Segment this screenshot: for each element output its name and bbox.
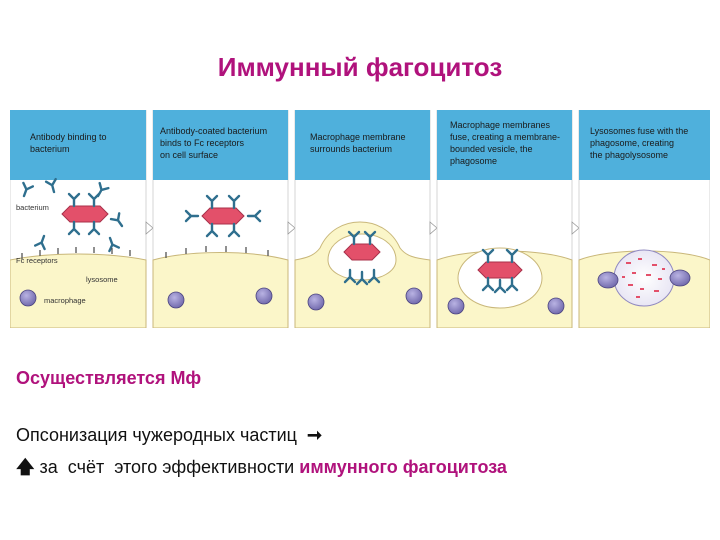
panel-5-label-line-1: Lysosomes fuse with the	[590, 126, 688, 136]
panel-2-label-line-2: binds to Fc receptors	[160, 138, 245, 148]
step-arrow-icon	[571, 221, 580, 235]
panel-5-label-line-3: the phagolysosome	[590, 150, 668, 160]
page-title: Иммунный фагоцитоз	[217, 52, 503, 82]
arrow-up-icon: 🡅	[16, 457, 35, 477]
bacterium-label: bacterium	[16, 203, 49, 212]
panel-5-label-line-2: phagosome, creating	[590, 138, 674, 148]
phagocytosis-diagram: Antibody binding to bacterium bacterium …	[10, 110, 710, 328]
panel-1-label-line-1: Antibody binding to	[30, 132, 107, 142]
panel-1: Antibody binding to bacterium bacterium …	[10, 110, 147, 328]
panel-5: Lysosomes fuse with the phagosome, creat…	[578, 110, 710, 328]
panel-4: Macrophage membranes fuse, creating a me…	[436, 110, 573, 328]
lysosome-icon	[307, 293, 325, 311]
lysosome-icon	[255, 287, 273, 305]
panel-1-label-line-2: bacterium	[30, 144, 70, 154]
panel-4-label-line-2: fuse, creating a membrane-	[450, 132, 560, 142]
step-arrow-icon	[145, 221, 154, 235]
body-line-2: 🡅 за счёт этого эффективности иммунного …	[16, 455, 507, 485]
lysosome-icon	[167, 291, 185, 309]
panel-3-label-line-1: Macrophage membrane	[310, 132, 406, 142]
lysosome-icon	[547, 297, 565, 315]
panel-3: Macrophage membrane surrounds bacterium	[294, 110, 431, 328]
panel-2-label-line-1: Antibody-coated bacterium	[160, 126, 267, 136]
macrophage-label: macrophage	[44, 296, 86, 305]
body-heading: Осуществляется Мф	[16, 368, 202, 388]
body-line-2-highlight: иммунного фагоцитоза	[299, 457, 507, 477]
panel-4-label-line-1: Macrophage membranes	[450, 120, 551, 130]
panel-4-label-line-4: phagosome	[450, 156, 497, 166]
panel-2: Antibody-coated bacterium binds to Fc re…	[152, 110, 289, 328]
lysosome-icon	[19, 289, 37, 307]
panel-4-label-line-3: bounded vesicle, the	[450, 144, 533, 154]
body-line-1: Опсонизация чужеродных частиц ➞	[16, 425, 322, 446]
body-line-2-text: за счёт этого эффективности	[34, 457, 300, 477]
lysosome-icon	[447, 297, 465, 315]
panel-3-label-line-2: surrounds bacterium	[310, 144, 392, 154]
lysosome-label: lysosome	[86, 275, 118, 284]
fc-receptors-label: Fc receptors	[16, 256, 58, 265]
lysosome-icon	[405, 287, 423, 305]
step-arrow-icon	[429, 221, 438, 235]
panel-2-label-line-3: on cell surface	[160, 150, 218, 160]
step-arrow-icon	[287, 221, 296, 235]
arrow-right-icon: ➞	[301, 425, 323, 445]
body-line-1-text: Опсонизация чужеродных частиц	[16, 425, 297, 445]
